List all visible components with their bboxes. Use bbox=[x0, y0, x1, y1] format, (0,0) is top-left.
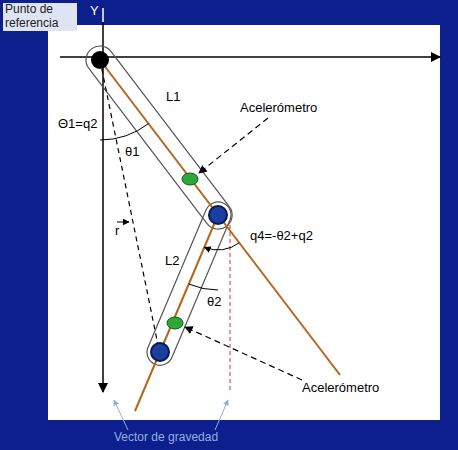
y-axis-top bbox=[102, 8, 104, 22]
angle-label: Θ1=q2 bbox=[56, 117, 99, 132]
gravity-label: Vector de gravedad bbox=[112, 431, 220, 445]
r-vector bbox=[100, 60, 158, 345]
accelerometer bbox=[182, 173, 198, 185]
angle-label: θ2 bbox=[205, 295, 223, 310]
x-axis bbox=[60, 56, 440, 58]
link-1-axis bbox=[100, 60, 340, 375]
vector-arrow-mark bbox=[117, 222, 129, 223]
gravity-pointer bbox=[215, 400, 228, 430]
end-joint bbox=[151, 343, 169, 361]
angle-label: θ1 bbox=[123, 145, 141, 160]
gravity-axis bbox=[102, 22, 104, 392]
joint bbox=[209, 206, 227, 224]
theta2-arc bbox=[189, 284, 218, 290]
theta1-arc bbox=[100, 124, 149, 140]
link-label: L1 bbox=[164, 90, 182, 105]
link-2-axis bbox=[135, 215, 218, 411]
white-panel bbox=[48, 25, 440, 420]
vertical-reference bbox=[229, 225, 230, 392]
accelerometer bbox=[167, 317, 183, 329]
angle-label: q4=-θ2+q2 bbox=[248, 229, 315, 244]
reference-label: Punto de referencia bbox=[3, 3, 77, 31]
leader-line bbox=[185, 327, 302, 380]
vector-label: r bbox=[113, 224, 121, 239]
base-pivot bbox=[91, 51, 109, 69]
axis-label: Y bbox=[88, 4, 101, 19]
q4-arc bbox=[204, 243, 239, 250]
link-label: L2 bbox=[163, 254, 181, 269]
gravity-pointer bbox=[114, 400, 128, 430]
sensor-label: Acelerómetro bbox=[300, 381, 381, 396]
sensor-label: Acelerómetro bbox=[238, 101, 319, 116]
leader-line bbox=[199, 118, 268, 173]
